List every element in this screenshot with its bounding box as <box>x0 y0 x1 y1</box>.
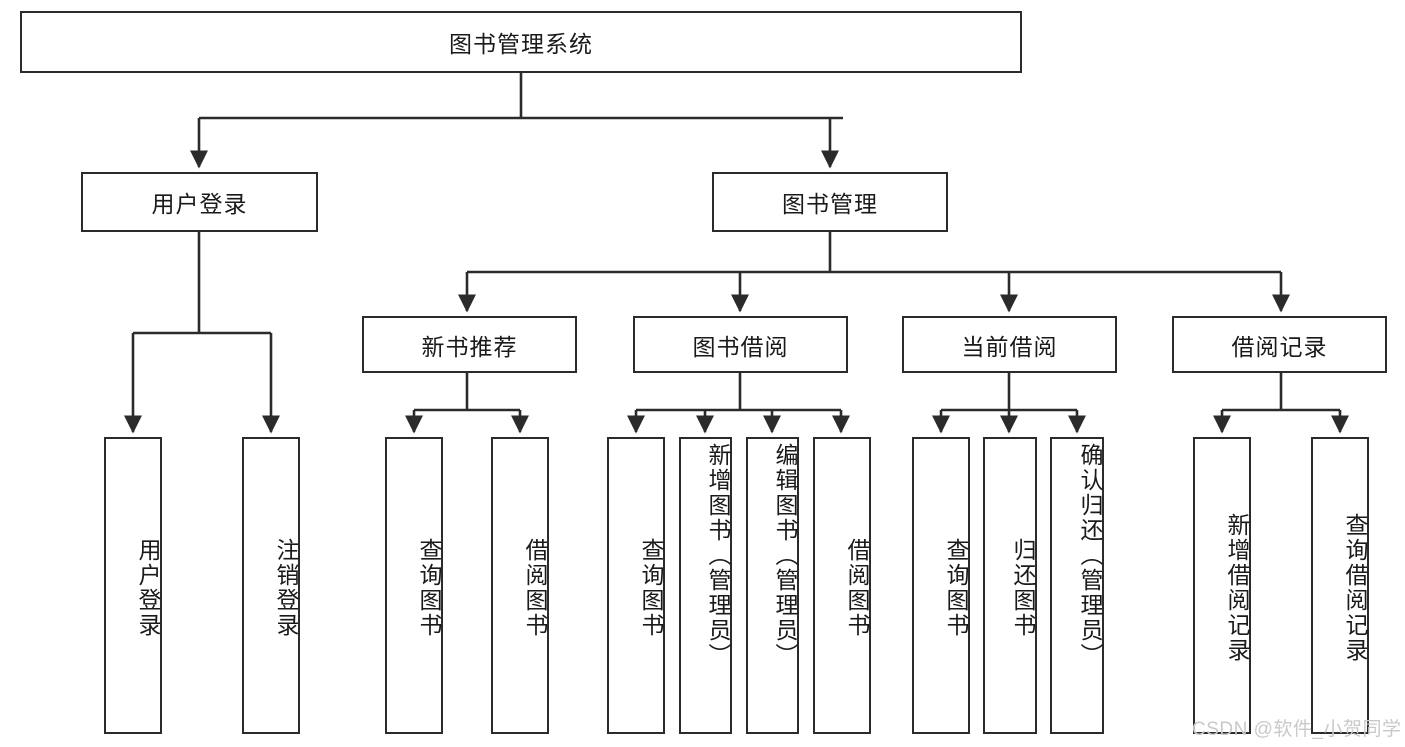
node-current-borrow[interactable]: 当前借阅 <box>902 316 1117 373</box>
node-label: 确认归还（管理员） <box>1077 443 1103 668</box>
node-label: 查询图书 <box>638 537 664 638</box>
node-label: 借阅图书 <box>522 537 548 638</box>
node-leaf-query-book-2[interactable]: 查询图书 <box>607 437 665 734</box>
node-label: 借阅记录 <box>1231 333 1328 360</box>
node-root-book-management-system[interactable]: 图书管理系统 <box>20 11 1022 73</box>
node-label: 查询图书 <box>416 537 442 638</box>
node-leaf-add-book[interactable]: 新增图书（管理员） <box>679 437 732 734</box>
node-label: 当前借阅 <box>961 333 1058 360</box>
node-leaf-query-record[interactable]: 查询借阅记录 <box>1311 437 1369 734</box>
node-leaf-add-record[interactable]: 新增借阅记录 <box>1193 437 1251 734</box>
node-borrow-record[interactable]: 借阅记录 <box>1172 316 1387 373</box>
node-leaf-borrow-book-2[interactable]: 借阅图书 <box>813 437 871 734</box>
node-leaf-query-book-3[interactable]: 查询图书 <box>912 437 970 734</box>
node-label: 新增图书（管理员） <box>705 443 731 668</box>
node-leaf-query-book-1[interactable]: 查询图书 <box>385 437 443 734</box>
node-leaf-edit-book[interactable]: 编辑图书（管理员） <box>746 437 799 734</box>
node-leaf-logout[interactable]: 注销登录 <box>242 437 300 734</box>
node-leaf-return-book[interactable]: 归还图书 <box>983 437 1037 734</box>
node-label: 图书管理 <box>782 191 878 217</box>
node-label: 新书推荐 <box>421 333 518 360</box>
node-label: 注销登录 <box>273 537 299 638</box>
node-label: 归还图书 <box>1010 537 1036 638</box>
node-label: 查询借阅记录 <box>1342 512 1368 663</box>
node-book-management[interactable]: 图书管理 <box>712 172 948 232</box>
node-label: 借阅图书 <box>844 537 870 638</box>
node-leaf-user-login[interactable]: 用户登录 <box>104 437 162 734</box>
node-label: 查询图书 <box>943 537 969 638</box>
node-book-borrow[interactable]: 图书借阅 <box>633 316 848 373</box>
node-new-book-recommend[interactable]: 新书推荐 <box>362 316 577 373</box>
node-label: 图书借阅 <box>692 333 789 360</box>
node-label: 编辑图书（管理员） <box>772 443 798 668</box>
node-user-login[interactable]: 用户登录 <box>81 172 318 232</box>
node-label: 用户登录 <box>135 537 161 638</box>
node-leaf-confirm-return[interactable]: 确认归还（管理员） <box>1050 437 1104 734</box>
node-label: 图书管理系统 <box>449 31 593 57</box>
node-label: 新增借阅记录 <box>1224 512 1250 663</box>
node-label: 用户登录 <box>151 191 248 217</box>
node-leaf-borrow-book-1[interactable]: 借阅图书 <box>491 437 549 734</box>
